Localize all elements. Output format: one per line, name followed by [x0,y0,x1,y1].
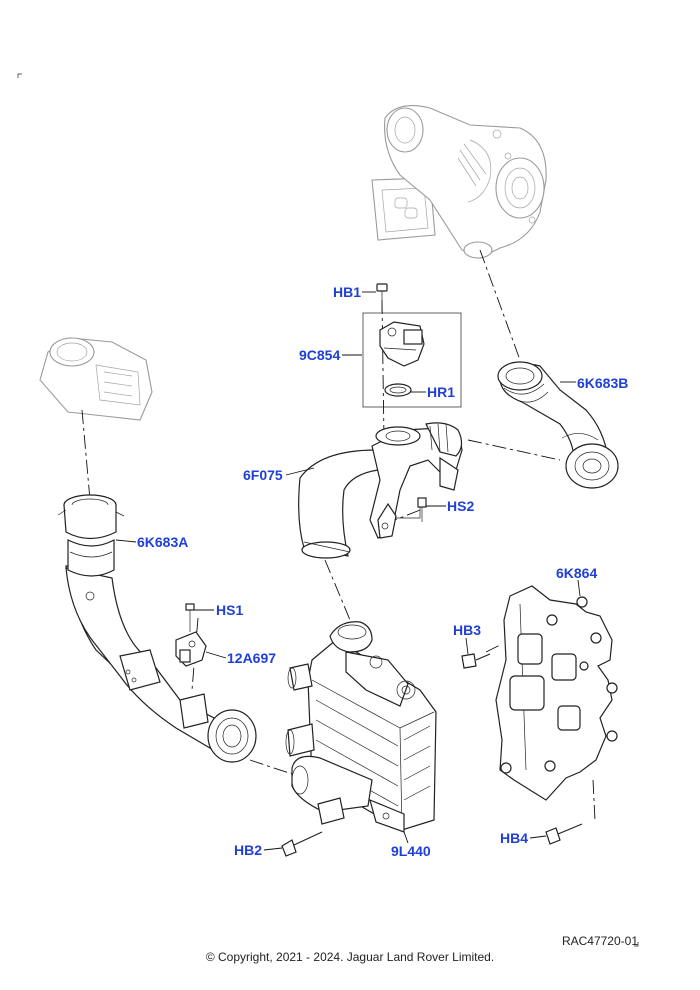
sensor-bracket-9c854 [362,312,462,408]
turbocharger-ghost [371,105,547,259]
label-hb4[interactable]: HB4 [500,830,528,846]
label-6k864[interactable]: 6K864 [556,565,597,581]
label-hr1[interactable]: HR1 [427,384,455,400]
pipe-6f075 [298,422,463,559]
screw-hs1 [185,603,195,632]
label-hs2[interactable]: HS2 [447,498,474,514]
label-hb1[interactable]: HB1 [333,284,361,300]
bolt-hb1 [376,283,388,312]
label-hs1[interactable]: HS1 [216,602,243,618]
bolt-hb2 [281,831,323,857]
hose-6k683b [497,361,619,489]
intercooler-9l440 [285,621,437,833]
label-6f075[interactable]: 6F075 [243,467,283,483]
heat-shield-6k864 [495,585,618,801]
label-12a697[interactable]: 12A697 [227,650,276,666]
hose-6k683a [57,494,257,763]
sensor-12a697 [175,631,207,667]
assembly-centerlines [81,249,596,821]
callout-labels: HB1 9C854 HR1 6K683B 6F075 HS2 6K683A 6K… [137,284,628,859]
label-6k683b[interactable]: 6K683B [577,375,628,391]
corner-mark-top-left [17,73,22,78]
label-6k683a[interactable]: 6K683A [137,534,188,550]
label-9c854[interactable]: 9C854 [299,347,340,363]
corner-mark-bottom-right [634,942,639,947]
throttle-body-ghost [39,337,153,421]
label-hb3[interactable]: HB3 [453,622,481,638]
bolt-hb4 [545,823,583,845]
drawing-reference: RAC47720-01 [561,934,638,948]
bolt-hb3 [461,653,491,669]
screw-hs2 [417,497,427,522]
o-ring-hr1 [384,383,412,397]
copyright-notice: © Copyright, 2021 - 2024. Jaguar Land Ro… [205,950,495,964]
label-hb2[interactable]: HB2 [234,842,262,858]
label-9l440[interactable]: 9L440 [391,843,431,859]
leader-lines [115,291,581,851]
